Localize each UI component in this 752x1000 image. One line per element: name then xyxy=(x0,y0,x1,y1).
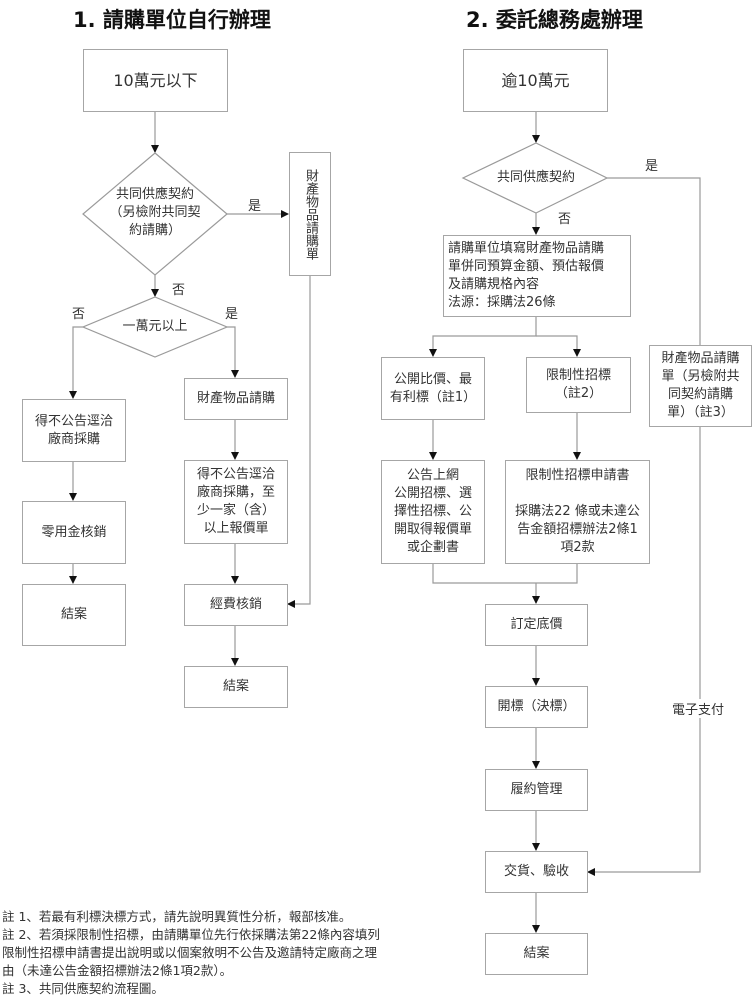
left-no-step-2: 零用金核銷 xyxy=(22,501,126,564)
step-base-price: 訂定底價 xyxy=(485,604,588,646)
step-contract-mgmt: 履約管理 xyxy=(485,769,588,811)
merge-line xyxy=(432,563,578,584)
step-delivery: 交貨、驗收 xyxy=(485,851,588,893)
left-yes-label: 是 xyxy=(248,199,262,214)
decision-amount-diamond xyxy=(81,296,229,358)
note-line: 限制性招標申請書提出說明或以個案敘明不公告及邀請特定廠商之理 xyxy=(2,945,378,960)
left-yes-step-3: 經費核銷 xyxy=(184,584,288,626)
restricted-bid-detail-box: 限制性招標申請書 採購法22 條或未達公 告金額招標辦法2條1 項2款 xyxy=(505,460,650,564)
right-no-label: 否 xyxy=(558,212,572,227)
step-close: 結案 xyxy=(485,933,588,975)
left-no-step-3: 結案 xyxy=(22,584,126,646)
left-yes-step-4: 結案 xyxy=(184,666,288,708)
note-line: 註 3、共同供應契約流程圖。 xyxy=(2,981,164,996)
arrow-right-yes xyxy=(607,177,701,345)
split-line xyxy=(429,316,537,357)
arrow-form-to-expense xyxy=(287,275,311,608)
note-line: 註 2、若須採限制性招標，由請購單位先行依採購法第22條內容填列 xyxy=(2,927,380,942)
right-title: 2. 委託總務處辦理 xyxy=(466,8,643,32)
right-start-box: 逾10萬元 xyxy=(463,49,608,112)
left-decision-contract-text: 共同供應契約 （另檢附共同契 約請購） xyxy=(109,187,201,238)
open-bid-detail-box: 公告上網 公開招標、選 擇性招標、公 開取得報價單 或企劃書 xyxy=(381,460,485,564)
contract-form-box: 財產物品請購 單（另檢附共 同契約請購 單）（註3） xyxy=(649,345,752,427)
arrow-amount-no xyxy=(69,326,83,399)
epay-label: 電子支付 xyxy=(672,699,725,718)
left-yes-step-2: 得不公告逕洽 廠商採購，至 少一家（含） 以上報價單 xyxy=(184,460,288,544)
open-bid-box: 公開比價、最 有利標（註1） xyxy=(381,357,485,420)
left-side-form-box: 財產物品請購單 xyxy=(289,152,331,276)
left-yes-step-1: 財產物品請購 xyxy=(184,378,288,420)
fill-form-box: 請購單位填寫財產物品請購 單併同預算金額、預估報價 及請購規格內容 法源：採購法… xyxy=(443,235,631,317)
note-line: 由（未達公告金額招標辦法2條1項2款）。 xyxy=(2,963,233,978)
amount-yes-label: 是 xyxy=(225,307,239,322)
left-no-step-1: 得不公告逕洽 廠商採購 xyxy=(22,399,126,462)
right-decision-text: 共同供應契約 xyxy=(496,170,575,185)
right-yes-label: 是 xyxy=(645,159,659,174)
left-decision-amount-text: 一萬元以上 xyxy=(122,319,188,334)
footnotes: 註 1、若最有利標決標方式，請先說明異質性分析，報部核准。 註 2、若須採限制性… xyxy=(2,908,380,998)
arrow-amount-yes xyxy=(227,326,239,378)
left-title: 1. 請購單位自行辦理 xyxy=(73,8,271,32)
step-bid-opening: 開標（決標） xyxy=(485,686,588,728)
arrow-epay-to-delivery xyxy=(587,716,701,876)
note-line: 註 1、若最有利標決標方式，請先說明異質性分析，報部核准。 xyxy=(2,909,352,924)
amount-no-label: 否 xyxy=(72,307,86,322)
left-no-label: 否 xyxy=(172,283,186,298)
restricted-bid-box: 限制性招標 （註2） xyxy=(526,357,631,413)
left-start-box: 10萬元以下 xyxy=(83,49,228,112)
split-line-b xyxy=(536,335,581,357)
